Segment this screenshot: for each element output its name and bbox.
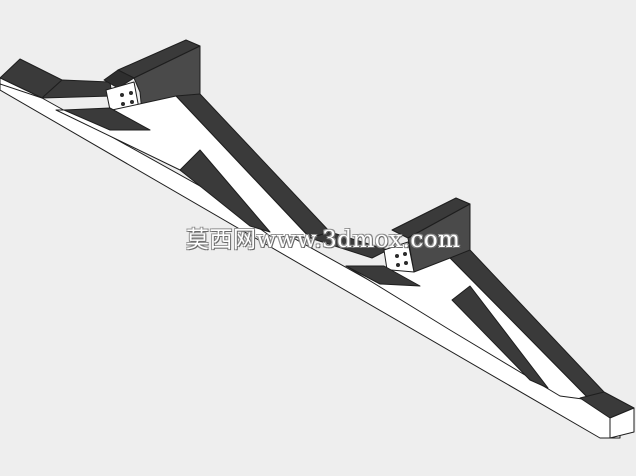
- bolt: [395, 254, 399, 258]
- right-bolt-group: [395, 252, 408, 267]
- left-box-side: [103, 69, 135, 89]
- bolt: [404, 261, 408, 265]
- left-inner-cutout: [179, 149, 271, 233]
- bolt: [130, 100, 134, 104]
- right-inner-cutout: [451, 285, 549, 389]
- watermark-text: 莫西网www.3dmox.com: [186, 227, 461, 253]
- bottom-chord: [0, 83, 621, 439]
- bolt: [121, 102, 125, 106]
- right-end-plate-side: [609, 407, 635, 439]
- bolt: [396, 263, 400, 267]
- bolt: [129, 91, 133, 95]
- right-inner-cutout-2: [345, 265, 421, 287]
- left-inner-cutout-2: [63, 107, 151, 131]
- bolt: [403, 252, 407, 256]
- left-bolt-group: [120, 91, 134, 106]
- bolt: [120, 93, 124, 97]
